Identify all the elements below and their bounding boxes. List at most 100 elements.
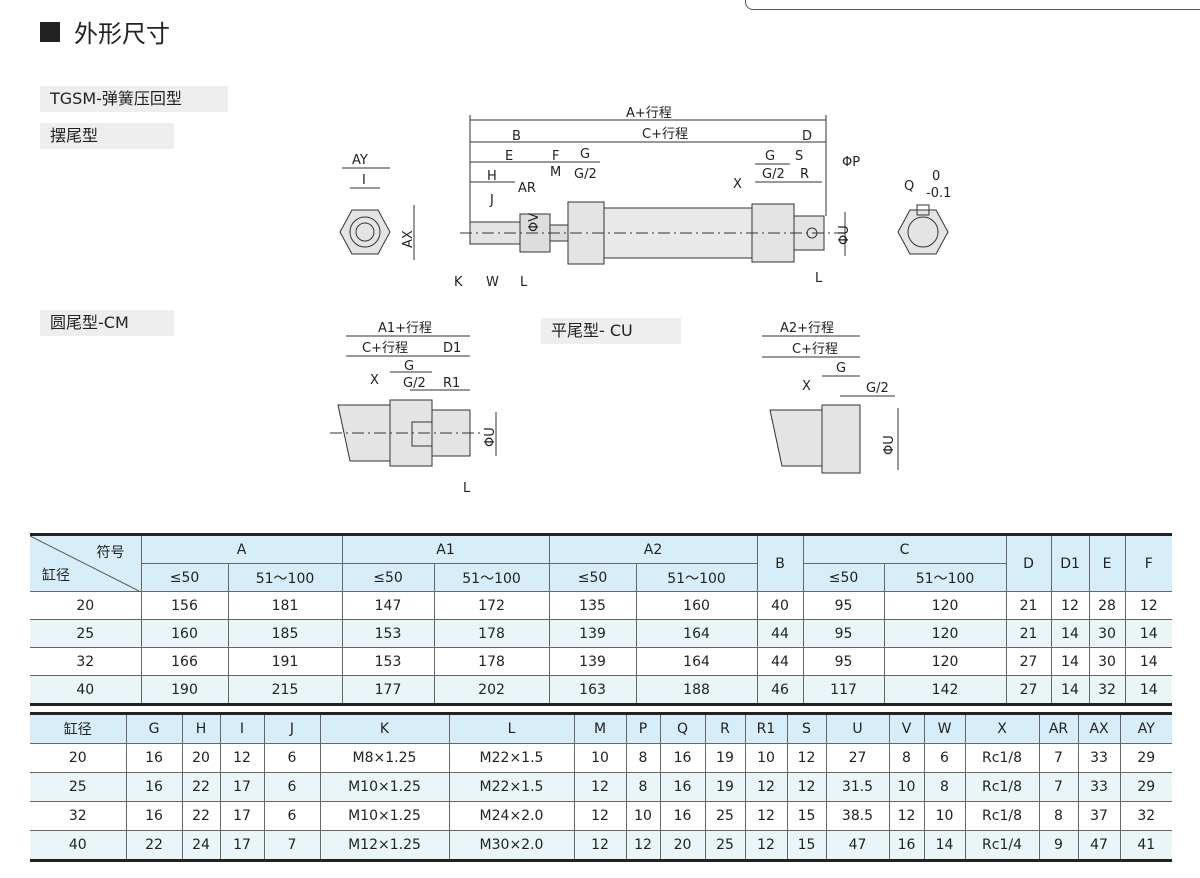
value-cell: 14 [1124, 647, 1173, 676]
value-cell: 29 [1119, 772, 1172, 802]
svg-text:G/2: G/2 [762, 167, 785, 182]
value-cell: 22 [181, 772, 221, 802]
column-header: R [704, 713, 746, 744]
svg-text:G: G [765, 149, 775, 164]
column-header: W [923, 713, 966, 744]
svg-text:0: 0 [932, 169, 940, 184]
type-label: TGSM-弹簧压回型 [40, 86, 228, 112]
column-header: R1 [744, 713, 788, 744]
svg-text:-0.1: -0.1 [926, 186, 951, 201]
svg-text:C+行程: C+行程 [362, 341, 408, 356]
bore-cell: 20 [30, 591, 142, 620]
value-cell: 6 [263, 801, 321, 831]
value-cell: 30 [1088, 619, 1126, 648]
value-cell: 21 [1005, 591, 1052, 620]
value-cell: M10×1.25 [319, 772, 450, 802]
column-header: M [573, 713, 627, 744]
svg-text:AR: AR [518, 181, 536, 196]
section-title-text: 外形尺寸 [74, 20, 170, 48]
svg-text:G: G [580, 147, 590, 162]
square-bullet-icon [40, 21, 60, 42]
value-cell: 164 [635, 619, 758, 648]
value-cell: 153 [341, 647, 435, 676]
value-cell: 188 [635, 675, 758, 705]
value-cell: 31.5 [825, 772, 890, 802]
column-header: K [319, 713, 450, 744]
svg-text:A1+行程: A1+行程 [378, 321, 432, 336]
header-f: F [1124, 534, 1173, 592]
column-header: H [181, 713, 221, 744]
value-cell: 40 [756, 591, 804, 620]
value-cell: 8 [1038, 801, 1079, 831]
value-cell: 95 [802, 619, 885, 648]
value-cell: 139 [548, 647, 637, 676]
value-cell: 7 [1038, 772, 1079, 802]
value-cell: 14 [1050, 647, 1090, 676]
header-a1: A1 [341, 534, 550, 564]
svg-text:AY: AY [352, 153, 368, 168]
subheader: ≤50 [341, 563, 435, 592]
value-cell: 30 [1088, 647, 1126, 676]
cu-drawing [762, 335, 899, 474]
value-cell: 12 [786, 772, 827, 802]
value-cell: 12 [625, 830, 661, 861]
value-cell: 46 [756, 675, 804, 705]
value-cell: 6 [263, 772, 321, 802]
svg-text:J: J [489, 193, 494, 208]
value-cell: 12 [744, 772, 788, 802]
value-cell: 27 [1005, 675, 1052, 705]
value-cell: 163 [548, 675, 637, 705]
value-cell: Rc1/8 [964, 743, 1040, 773]
header-d: D [1005, 534, 1052, 592]
value-cell: 12 [786, 743, 827, 773]
value-cell: 14 [1124, 675, 1173, 705]
value-cell: 25 [704, 830, 746, 861]
value-cell: 15 [786, 830, 827, 861]
value-cell: 16 [125, 801, 183, 831]
value-cell: 120 [883, 647, 1007, 676]
column-header: S [786, 713, 827, 744]
value-cell: 6 [263, 743, 321, 773]
svg-text:D: D [802, 129, 812, 144]
value-cell: 117 [802, 675, 885, 705]
column-header: AX [1077, 713, 1121, 744]
value-cell: 12 [219, 743, 265, 773]
column-header: I [219, 713, 265, 744]
subheader: ≤50 [141, 563, 229, 592]
value-cell: 22 [181, 801, 221, 831]
section-title: 外形尺寸 [40, 14, 170, 49]
value-cell: 27 [1005, 647, 1052, 676]
svg-text:A+行程: A+行程 [626, 106, 672, 121]
svg-text:AX: AX [401, 230, 416, 248]
value-cell: 8 [923, 772, 966, 802]
value-cell: 120 [883, 591, 1007, 620]
svg-text:L: L [463, 481, 471, 496]
value-cell: 12 [573, 801, 627, 831]
value-cell: 10 [625, 801, 661, 831]
svg-text:ΦP: ΦP [842, 155, 860, 170]
value-cell: 12 [1050, 591, 1090, 620]
flat-tail-label: 平尾型- CU [541, 318, 681, 344]
svg-text:K: K [454, 275, 463, 290]
value-cell: 12 [573, 772, 627, 802]
value-cell: 142 [883, 675, 1007, 705]
value-cell: 17 [219, 801, 265, 831]
svg-text:I: I [362, 173, 366, 188]
value-cell: 41 [1119, 830, 1172, 861]
value-cell: 202 [433, 675, 550, 705]
value-cell: 12 [1124, 591, 1173, 620]
value-cell: 44 [756, 619, 804, 648]
subheader: 51～100 [635, 563, 758, 592]
value-cell: 139 [548, 619, 637, 648]
value-cell: 164 [635, 647, 758, 676]
dimension-drawings: A+行程 B C+行程 D E F G G/2 M H AR ΦV J K W … [330, 106, 951, 496]
header-frame [745, 0, 1200, 10]
value-cell: 21 [1005, 619, 1052, 648]
value-cell: 47 [825, 830, 890, 861]
